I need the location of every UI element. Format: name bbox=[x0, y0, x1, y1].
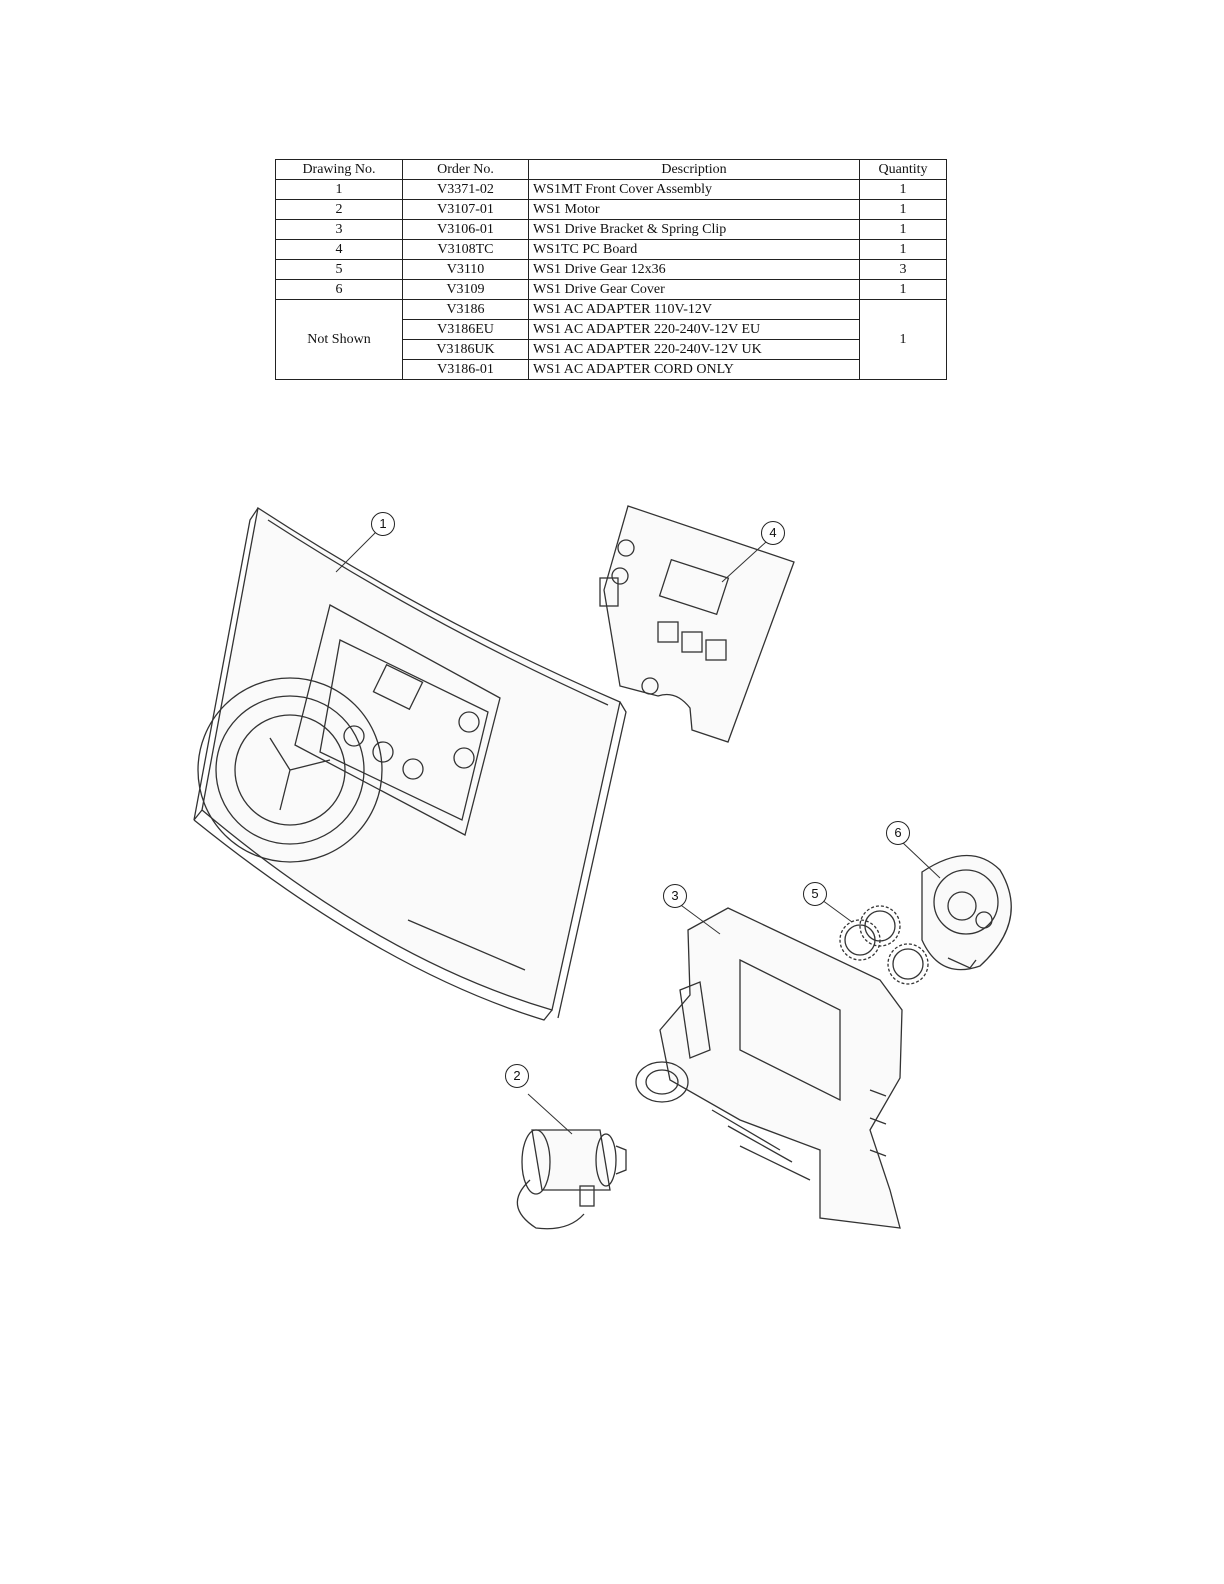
exploded-parts-diagram: 1 2 3 4 5 6 bbox=[180, 490, 1060, 1250]
callout-2: 2 bbox=[505, 1064, 529, 1088]
cell-quantity: 1 bbox=[859, 299, 947, 380]
cell-order: V3107-01 bbox=[402, 199, 529, 220]
cell-drawing: 3 bbox=[275, 219, 403, 240]
header-drawing-no: Drawing No. bbox=[275, 159, 403, 180]
cell-description: WS1 Drive Bracket & Spring Clip bbox=[528, 219, 860, 240]
table-row: 2 V3107-01 WS1 Motor 1 bbox=[275, 199, 947, 220]
cell-not-shown: Not Shown bbox=[275, 299, 403, 380]
cell-description: WS1 Drive Gear Cover bbox=[528, 279, 860, 300]
drive-bracket-drawing bbox=[635, 907, 903, 1229]
table-row: 5 V3110 WS1 Drive Gear 12x36 3 bbox=[275, 259, 947, 280]
cell-quantity: 1 bbox=[859, 199, 947, 220]
cell-description: WS1 AC ADAPTER 220-240V-12V EU bbox=[528, 319, 860, 340]
cell-drawing: 5 bbox=[275, 259, 403, 280]
cell-quantity: 1 bbox=[859, 219, 947, 240]
cell-description: WS1MT Front Cover Assembly bbox=[528, 179, 860, 200]
callout-1: 1 bbox=[371, 512, 395, 536]
table-header-row: Drawing No. Order No. Description Quanti… bbox=[275, 159, 947, 180]
header-order-no: Order No. bbox=[402, 159, 529, 180]
callout-4: 4 bbox=[761, 521, 785, 545]
cell-drawing: 4 bbox=[275, 239, 403, 260]
cell-order: V3186EU bbox=[402, 319, 529, 340]
cell-description: WS1 AC ADAPTER 220-240V-12V UK bbox=[528, 339, 860, 360]
cell-description: WS1 AC ADAPTER CORD ONLY bbox=[528, 359, 860, 380]
cell-quantity: 1 bbox=[859, 239, 947, 260]
parts-table: Drawing No. Order No. Description Quanti… bbox=[275, 159, 947, 380]
table-row: Not Shown V3186 WS1 AC ADAPTER 110V-12V … bbox=[275, 299, 947, 380]
cell-order: V3186UK bbox=[402, 339, 529, 360]
motor-drawing bbox=[516, 1129, 627, 1230]
header-description: Description bbox=[528, 159, 860, 180]
drive-gear-cover-drawing bbox=[921, 854, 1012, 971]
callout-3: 3 bbox=[663, 884, 687, 908]
drive-gears-drawing bbox=[839, 905, 929, 985]
cell-order: V3108TC bbox=[402, 239, 529, 260]
cell-drawing: 1 bbox=[275, 179, 403, 200]
cell-order: V3371-02 bbox=[402, 179, 529, 200]
cell-description: WS1 Motor bbox=[528, 199, 860, 220]
cell-quantity: 1 bbox=[859, 179, 947, 200]
cell-quantity: 1 bbox=[859, 279, 947, 300]
front-cover-drawing bbox=[193, 506, 627, 1021]
cell-quantity: 3 bbox=[859, 259, 947, 280]
cell-order: V3106-01 bbox=[402, 219, 529, 240]
callout-5: 5 bbox=[803, 882, 827, 906]
callout-6: 6 bbox=[886, 821, 910, 845]
table-row: 4 V3108TC WS1TC PC Board 1 bbox=[275, 239, 947, 260]
cell-description: WS1TC PC Board bbox=[528, 239, 860, 260]
table-row: V3186UK WS1 AC ADAPTER 220-240V-12V UK bbox=[276, 339, 947, 360]
pc-board-drawing bbox=[599, 505, 795, 743]
cell-drawing: 6 bbox=[275, 279, 403, 300]
table-row: 6 V3109 WS1 Drive Gear Cover 1 bbox=[275, 279, 947, 300]
cell-drawing: 2 bbox=[275, 199, 403, 220]
header-quantity: Quantity bbox=[859, 159, 947, 180]
table-row: 1 V3371-02 WS1MT Front Cover Assembly 1 bbox=[275, 179, 947, 200]
cell-order: V3110 bbox=[402, 259, 529, 280]
cell-order: V3109 bbox=[402, 279, 529, 300]
cell-description: WS1 Drive Gear 12x36 bbox=[528, 259, 860, 280]
leader-lines bbox=[335, 531, 941, 1135]
cell-description: WS1 AC ADAPTER 110V-12V bbox=[528, 299, 860, 320]
cell-order: V3186-01 bbox=[402, 359, 529, 380]
table-row: 3 V3106-01 WS1 Drive Bracket & Spring Cl… bbox=[275, 219, 947, 240]
cell-order: V3186 bbox=[402, 299, 529, 320]
diagram-drawing bbox=[193, 505, 1012, 1230]
table-row: V3186-01 WS1 AC ADAPTER CORD ONLY bbox=[276, 359, 947, 380]
